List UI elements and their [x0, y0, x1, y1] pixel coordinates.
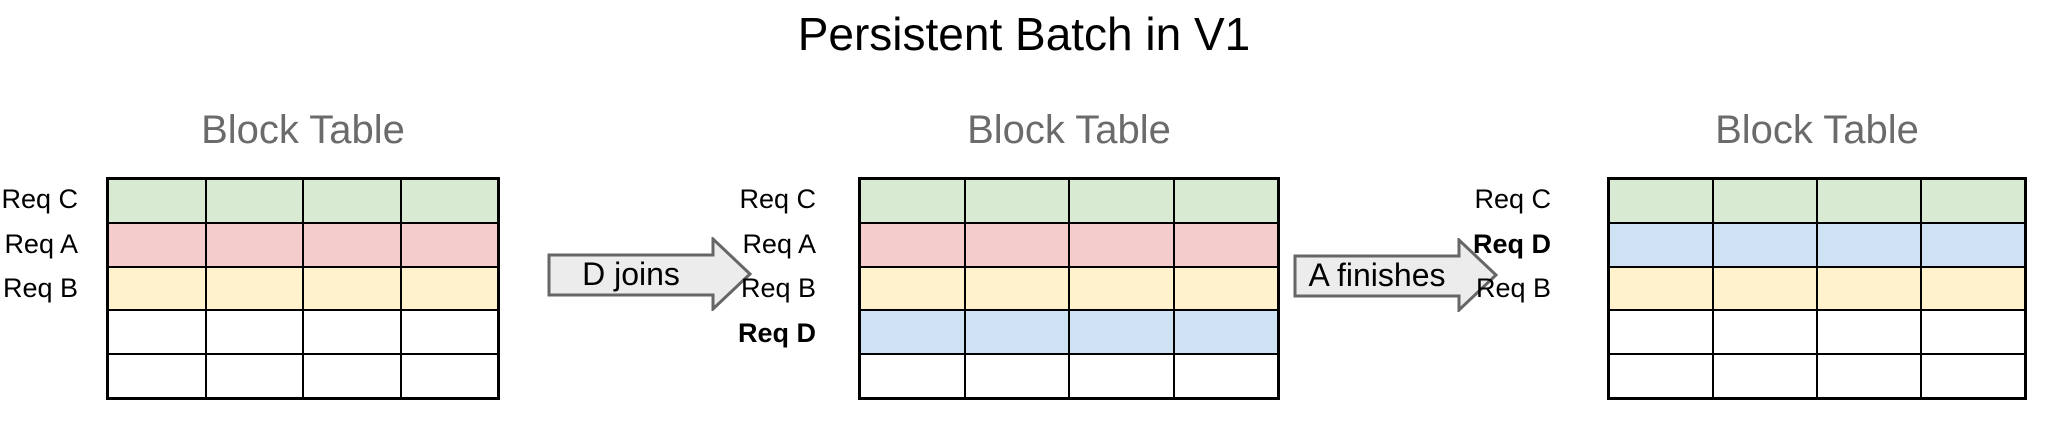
table-row [861, 309, 1278, 354]
row-label-req-d: Req D [1472, 229, 1551, 259]
block-cell [861, 224, 964, 266]
block-cell [1610, 311, 1712, 353]
row-label-req-d: Req D [737, 318, 816, 348]
block-table-grid [1607, 177, 2027, 400]
block-cell [1712, 180, 1816, 222]
block-cell [399, 267, 498, 310]
block-cell [1712, 267, 1816, 310]
table-row [1610, 180, 2024, 222]
block-cell [1920, 180, 2024, 222]
table-row [861, 265, 1278, 310]
table-row [109, 353, 497, 397]
block-cell [1172, 355, 1278, 397]
block-cell [204, 180, 303, 222]
table-row [1610, 265, 2024, 310]
block-cell [1712, 355, 1816, 397]
table-row [109, 221, 498, 266]
block-cell [1920, 311, 2024, 354]
block-cell [1920, 223, 2024, 266]
block-cell [399, 311, 498, 354]
block-cell [1816, 355, 1920, 397]
block-cell [1068, 180, 1173, 222]
block-cell [302, 223, 400, 266]
block-cell [109, 180, 205, 222]
block-cell [861, 311, 964, 353]
block-cell [1068, 267, 1173, 310]
row-label-req-c: Req C [1, 184, 78, 214]
block-cell [302, 180, 400, 222]
block-cell [1920, 267, 2024, 310]
row-label-req-c: Req C [1474, 184, 1551, 214]
block-cell [109, 355, 205, 397]
table-row [861, 180, 1277, 222]
table-row [109, 265, 498, 310]
block-cell [302, 311, 400, 354]
block-cell [861, 268, 964, 310]
block-cell [1068, 311, 1173, 354]
d-joins-arrow: D joins [547, 237, 753, 311]
block-cell [1172, 311, 1278, 354]
block-cell [1920, 355, 2024, 397]
a-finishes-arrow: A finishes [1293, 238, 1499, 312]
table-row [109, 180, 497, 222]
block-cell [861, 180, 964, 222]
row-label-req-c: Req C [739, 184, 816, 214]
block-cell [204, 267, 303, 310]
row-label-req-b: Req B [1475, 273, 1551, 303]
block-table-title: Block Table [967, 108, 1171, 152]
block-cell [1610, 224, 1712, 266]
block-table-title: Block Table [1715, 108, 1919, 152]
page-title: Persistent Batch in V1 [797, 8, 1251, 60]
block-cell [963, 180, 1069, 222]
right-arrow-icon [547, 237, 753, 311]
block-table-grid [858, 177, 1280, 400]
block-cell [1172, 223, 1278, 266]
block-cell [399, 180, 498, 222]
table-row [1610, 353, 2024, 397]
table-row [861, 353, 1277, 397]
block-cell [204, 223, 303, 266]
block-cell [861, 355, 964, 397]
arrow-label: D joins [582, 255, 680, 292]
block-cell [963, 267, 1069, 310]
block-table-title: Block Table [201, 108, 405, 152]
block-cell [1816, 180, 1920, 222]
row-label-req-b: Req B [740, 273, 816, 303]
arrow-label: A finishes [1308, 256, 1446, 293]
block-cell [1610, 180, 1712, 222]
block-cell [204, 311, 303, 354]
block-cell [1172, 267, 1278, 310]
block-cell [1610, 268, 1712, 310]
block-cell [1816, 223, 1920, 266]
block-cell [963, 311, 1069, 354]
block-cell [399, 223, 498, 266]
table-row [109, 309, 498, 354]
block-cell [204, 355, 303, 397]
block-cell [1068, 223, 1173, 266]
block-cell [963, 223, 1069, 266]
block-cell [1712, 223, 1816, 266]
right-arrow-icon [1293, 238, 1499, 312]
block-cell [1712, 311, 1816, 354]
block-cell [1816, 267, 1920, 310]
block-cell [109, 224, 205, 266]
block-cell [1816, 311, 1920, 354]
block-cell [1172, 180, 1278, 222]
block-cell [109, 311, 205, 353]
row-label-req-a: Req A [742, 229, 816, 259]
block-cell [1610, 355, 1712, 397]
row-label-req-a: Req A [4, 229, 78, 259]
table-row [1610, 221, 2024, 266]
row-label-req-b: Req B [2, 273, 78, 303]
table-row [1610, 309, 2024, 354]
block-cell [963, 355, 1069, 397]
block-cell [109, 268, 205, 310]
block-cell [302, 355, 400, 397]
table-row [861, 221, 1278, 266]
block-cell [1068, 355, 1173, 397]
block-table-grid [106, 177, 500, 400]
block-cell [302, 267, 400, 310]
block-cell [399, 355, 498, 397]
